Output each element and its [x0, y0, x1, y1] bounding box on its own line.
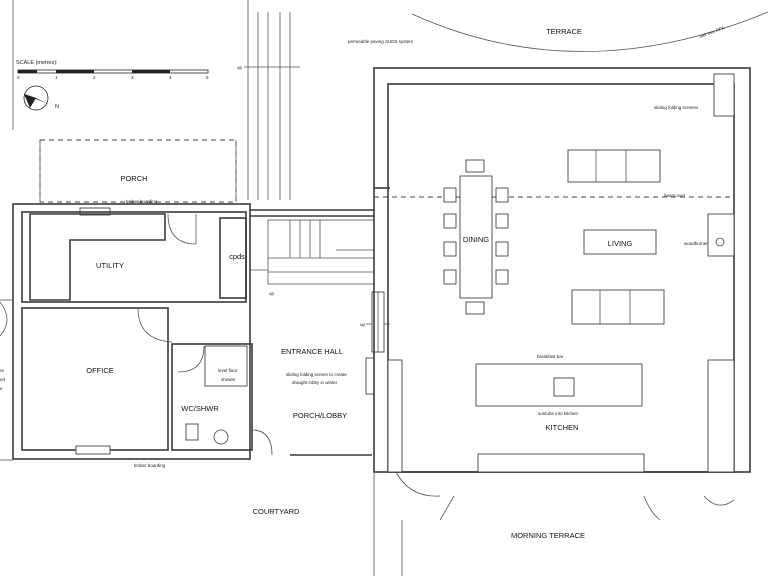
room-office: OFFICE — [86, 366, 114, 375]
woodburner-note: woodburner — [684, 241, 708, 246]
scale-tick-4: 4 — [169, 75, 172, 80]
porch-label: PORCH — [120, 174, 147, 183]
paving-note: permeable paving SUDS system — [348, 39, 413, 44]
suntube-note: suntube into kitchen — [538, 411, 579, 416]
screen-note-1: sliding folding screen to create — [286, 372, 347, 377]
level-floor-note-1: level floor — [218, 368, 238, 373]
scale-tick-5: 5 — [206, 75, 209, 80]
room-terrace: TERRACE — [546, 27, 582, 36]
room-living: LIVING — [608, 239, 633, 248]
room-dining: DINING — [463, 235, 489, 244]
main-room — [290, 67, 751, 521]
room-wc-shwr: WC/SHWR — [181, 404, 219, 413]
room-courtyard: COURTYARD — [253, 507, 300, 516]
left-wing — [0, 203, 273, 461]
room-entrance-hall: ENTRANCE HALL — [281, 347, 343, 356]
edge-text-1: re — [0, 368, 4, 373]
north-label: N — [55, 104, 59, 110]
scale-title: SCALE (metres): — [16, 60, 58, 66]
oak-tree-note: oak tree RPA — [699, 25, 726, 39]
north-arrow-icon: N — [23, 85, 59, 111]
scale-tick-0: 0 — [17, 75, 20, 80]
terrace-boundary-arc — [411, 11, 768, 52]
up-label-2: up — [269, 291, 275, 296]
room-utility: UTILITY — [96, 261, 124, 270]
folding-screens-note: sliding folding screens — [654, 105, 699, 110]
room-cpds: cpds — [229, 252, 245, 261]
scale-tick-1: 1 — [55, 75, 58, 80]
edge-text-3: e — [0, 386, 3, 391]
screen-note-2: draught lobby in winter — [292, 380, 338, 385]
level-floor-note-2: shower — [221, 377, 236, 382]
scale-bar: SCALE (metres): 0 1 2 3 4 5 — [16, 60, 209, 80]
up-label-1: up — [237, 65, 243, 70]
room-kitchen: KITCHEN — [546, 423, 579, 432]
room-morning-terrace: MORNING TERRACE — [511, 531, 585, 540]
scale-tick-3: 3 — [131, 75, 134, 80]
stair-zone: up up — [250, 209, 390, 395]
up-label-3: up — [360, 322, 366, 327]
timber-boarding-top: timber boarding — [126, 199, 158, 204]
room-porch-lobby: PORCH/LOBBY — [293, 411, 347, 420]
breakfast-bar-note: breakfast bar — [537, 354, 564, 359]
scale-tick-2: 2 — [93, 75, 96, 80]
edge-text-2: ed — [0, 377, 6, 382]
timber-boarding-bottom: timber boarding — [134, 463, 166, 468]
beam-over-note: beam over — [664, 193, 686, 198]
